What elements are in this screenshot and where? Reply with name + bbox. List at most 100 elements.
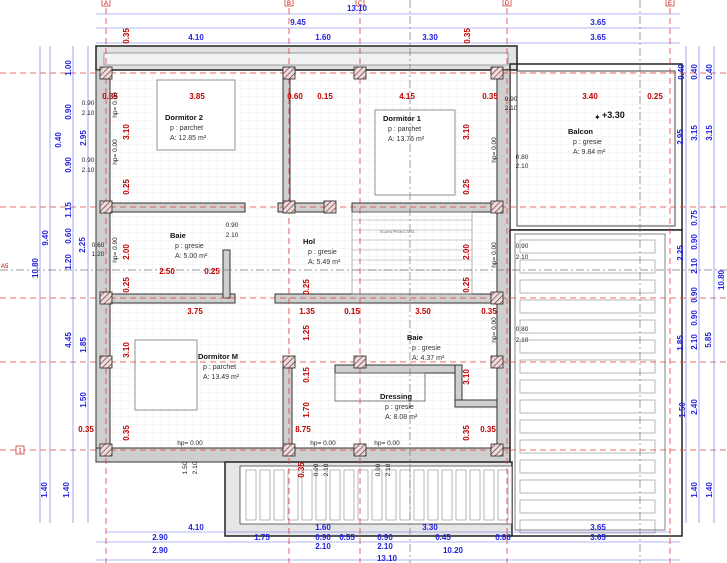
room-floor: p : parchet <box>388 126 421 133</box>
left-dimension: 10.80 <box>31 257 40 278</box>
roof-slat <box>343 469 355 521</box>
top-dimension: 13.10 <box>347 4 368 13</box>
openings-dimension: 2.10 <box>385 463 392 476</box>
room-area: A: 13.76 m² <box>388 136 425 143</box>
openings-dimension: 0.80 <box>516 154 529 161</box>
room-name: Dormitor M <box>198 352 238 361</box>
left-dimension: 0.90 <box>64 157 73 173</box>
right-dimension: 0.40 <box>705 64 714 80</box>
room-name: Baie <box>170 231 186 240</box>
red_h-dimension: 0.35 <box>78 425 94 434</box>
red_h-dimension: 0.15 <box>317 92 333 101</box>
bed-dormitor-2 <box>156 79 236 151</box>
column <box>353 355 367 369</box>
red_h-dimension: 0.35 <box>481 307 497 316</box>
openings-dimension: 2.10 <box>226 232 239 239</box>
roof-slat <box>287 469 299 521</box>
roof-slat <box>519 259 656 274</box>
stair-area <box>351 211 473 295</box>
left-dimension: 1.15 <box>64 202 73 218</box>
room-area: A: 5.49 m² <box>308 259 341 266</box>
bottom-roof-inner <box>239 465 513 525</box>
roof-slat <box>519 419 656 434</box>
red_v-dimension: 0.25 <box>462 179 471 195</box>
room-area: A: 9.84 m² <box>573 149 606 156</box>
roof-slat <box>519 239 656 254</box>
bottom-dimension: 0.90 <box>315 533 331 542</box>
openings-dimension: 2.10 <box>516 254 529 261</box>
bottom-dimension: 2.90 <box>152 546 168 555</box>
openings-dimension: 0.60 <box>92 242 105 249</box>
roof-slat <box>455 469 467 521</box>
red_h-dimension: 1.35 <box>299 307 315 316</box>
red_v-dimension: 0.25 <box>122 277 131 293</box>
room-floor: p : gresie <box>412 345 441 352</box>
lower-right-roof <box>509 229 683 537</box>
wall-h-dressing-2 <box>454 399 498 408</box>
left-dimension: 1.00 <box>64 60 73 76</box>
column <box>282 66 296 80</box>
red_h-dimension: 0.35 <box>480 425 496 434</box>
red_v-dimension: 0.35 <box>297 462 306 478</box>
room-floor: p : gresie <box>573 139 602 146</box>
left-dimension: 1.50 <box>79 392 88 408</box>
top-dimension: 9.45 <box>290 18 306 27</box>
roof-slat <box>245 469 257 521</box>
top-dimension: 1.60 <box>315 33 331 42</box>
room-floor: p : gresie <box>385 404 414 411</box>
roof-slat <box>519 359 656 374</box>
right-dimension: 2.10 <box>690 334 699 350</box>
right-dimension: 5.85 <box>704 332 713 348</box>
openings-dimension: 0.90 <box>516 243 529 250</box>
roof-slat <box>519 339 656 354</box>
openings-dimension: 2.10 <box>82 110 95 117</box>
bottom-dimension: 1.75 <box>254 533 270 542</box>
red_v-dimension: 1.70 <box>302 402 311 418</box>
red_v-dimension: 0.25 <box>462 277 471 293</box>
openings-dimension: 2.10 <box>505 105 518 112</box>
bottom-dimension: 0.90 <box>377 533 393 542</box>
left-dimension: 9.40 <box>41 230 50 246</box>
bottom-dimension: 2.90 <box>152 533 168 542</box>
red_h-dimension: 0.35 <box>482 92 498 101</box>
column <box>490 355 504 369</box>
top-dimension: 4.10 <box>188 33 204 42</box>
bottom-dimension: 2.10 <box>315 542 331 551</box>
openings-dimension: 1.20 <box>92 251 105 258</box>
right-dimension: 3.15 <box>705 125 714 141</box>
sill_heights-dimension: hp= 0.00 <box>177 440 203 447</box>
column <box>353 66 367 80</box>
red_h-dimension: 3.85 <box>189 92 205 101</box>
openings-dimension: 2.10 <box>516 163 529 170</box>
openings-dimension: 0.90 <box>82 157 95 164</box>
roof-slat <box>519 439 656 454</box>
sill_heights-dimension: hp= 0.00 <box>374 440 400 447</box>
red_v-dimension: 2.00 <box>462 244 471 260</box>
openings-dimension: 2.10 <box>82 167 95 174</box>
left-dimension: 1.85 <box>79 337 88 353</box>
level-mark-value: +3.30 <box>602 110 625 120</box>
wardrobe <box>334 372 426 402</box>
wall-v-bath <box>222 249 231 299</box>
red_v-dimension: 3.10 <box>462 124 471 140</box>
openings-dimension: 0.90 <box>505 96 518 103</box>
roof-slat <box>371 469 383 521</box>
axis-marker <box>355 0 365 7</box>
red_h-dimension: 2.50 <box>159 267 175 276</box>
axis-label: C <box>358 1 363 7</box>
column <box>282 443 296 457</box>
right-dimension: 0.75 <box>690 210 699 226</box>
red_v-dimension: 3.10 <box>122 124 131 140</box>
wall-h-207-a <box>109 202 246 213</box>
left-exterior-wall <box>95 69 111 463</box>
stair-label: SCARA PROIECTATA <box>380 230 415 234</box>
column <box>490 200 504 214</box>
left-dimension: 0.90 <box>64 104 73 120</box>
wall-v-dormitor-m <box>282 364 293 451</box>
